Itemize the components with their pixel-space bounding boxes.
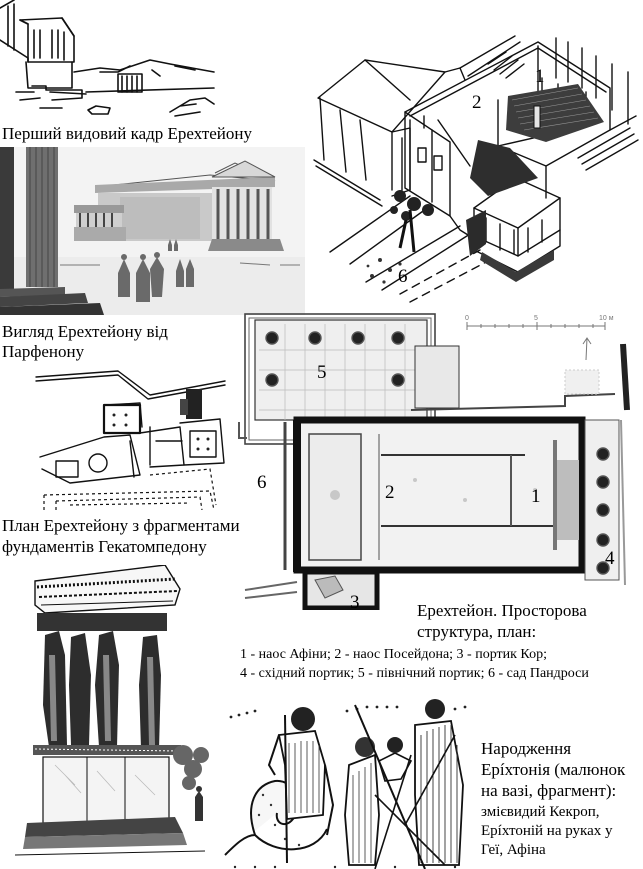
plan-label-5: 5 (317, 362, 327, 383)
plan-label-3: 3 (350, 592, 360, 610)
vase-caption-line2: Ерíхтонія (малюнок (481, 760, 626, 779)
hekatompedon-site-plan (35, 370, 226, 510)
vase-caption-line1: Народження (481, 739, 572, 758)
scale-tick-10: 10 м (599, 315, 614, 322)
plan-label-1: 1 (531, 486, 541, 507)
vase-caption-line5: Ерíхтоній на руках у (481, 823, 613, 839)
vase-painting-fragment (224, 699, 467, 869)
axonometric-label-2: 2 (472, 92, 482, 113)
scale-tick-0: 0 (465, 315, 469, 322)
axonometric-cutaway-drawing: 1 2 6 (313, 35, 639, 303)
scale-tick-5: 5 (534, 315, 538, 322)
view-from-parthenon-caption-line2: Парфенону (2, 342, 85, 361)
plan-label-6: 6 (257, 472, 267, 493)
plan-label-2: 2 (385, 482, 395, 503)
first-view-caption: Перший видовий кадр Ерехтейону (2, 124, 253, 143)
hekatompedon-caption-line1: План Ерехтейону з фрагментами (2, 516, 240, 535)
vase-caption-line4: змієвидий Кекроп, (481, 804, 600, 820)
vase-caption-line6: Геї, Афіна (481, 842, 546, 858)
axonometric-label-1: 1 (535, 66, 545, 87)
first-view-sketch (0, 0, 215, 117)
floor-plan-legend-line2: 4 - східний портик; 5 - північний портик… (240, 666, 589, 681)
erechtheion-floor-plan: 0 5 10 м 5 2 1 3 4 6 (238, 313, 630, 610)
plan-label-4: 4 (605, 548, 615, 569)
axonometric-label-6: 6 (398, 266, 408, 287)
floor-plan-title-line1: Ерехтейон. Просторова (417, 601, 587, 620)
north-arrow-icon (582, 337, 592, 361)
view-from-parthenon-illustration (0, 147, 305, 315)
floor-plan-title-line2: структура, план: (417, 622, 537, 641)
view-from-parthenon-caption-line1: Вигляд Ерехтейону від (2, 322, 168, 341)
floor-plan-legend-line1: 1 - наос Афіни; 2 - наос Посейдона; 3 - … (240, 647, 547, 662)
vase-caption-line3: на вазі, фрагмент): (481, 781, 617, 800)
hekatompedon-caption-line2: фундаментів Гекатомпедону (2, 537, 207, 556)
caryatid-porch-drawing (15, 565, 209, 856)
